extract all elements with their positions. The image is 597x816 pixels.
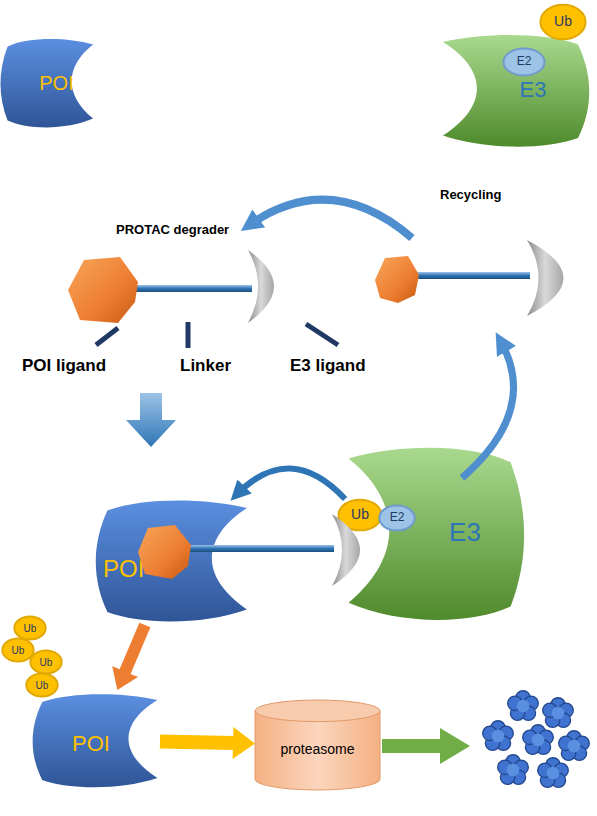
e2-enzyme-fill xyxy=(379,506,414,531)
leader-bar xyxy=(306,324,338,345)
node-label: Ub xyxy=(351,507,369,522)
node-label: Ub xyxy=(24,623,37,634)
cylinder-body xyxy=(255,711,380,790)
text-label: Recycling xyxy=(440,187,501,202)
peptide-fragment xyxy=(498,755,529,785)
proteasome-cylinder: proteasome xyxy=(255,700,380,790)
text-label: E3 ligand xyxy=(290,356,366,376)
ubiquitin-circle-fill xyxy=(2,638,33,661)
leader-bar xyxy=(186,322,191,348)
ubiquitin-circle-fill xyxy=(540,5,585,40)
e3-ligase-shape-fill xyxy=(349,448,524,620)
poi-ligand-shape xyxy=(68,257,138,323)
ubiquitin-transfer-arrow xyxy=(236,468,345,499)
ubiquitin-circle-fill xyxy=(14,616,45,639)
poi-ligand-shape xyxy=(375,256,419,303)
node-label: POI xyxy=(39,72,73,94)
e3-ligand-shape xyxy=(248,250,274,323)
text-label: PROTAC degrader xyxy=(116,222,229,237)
proteasome-arrow xyxy=(160,727,255,759)
e2-enzyme: E2 xyxy=(379,505,415,531)
peptide-fragment xyxy=(543,698,574,728)
cylinder-top xyxy=(255,700,380,722)
protein-shape-fill xyxy=(33,694,158,787)
e3-ligase-shape-outline xyxy=(440,30,590,150)
protein-shape-fill xyxy=(0,39,93,127)
protein-shape: POI xyxy=(32,690,160,790)
node-label: Ub xyxy=(12,645,25,656)
ubiquitin-circle: Ub xyxy=(30,650,62,674)
ubiquitin-circle: Ub xyxy=(14,616,46,640)
ubiquitination-arrow xyxy=(112,623,150,690)
node-label: POI xyxy=(72,732,110,756)
e3-ligase-shape-fill xyxy=(443,35,589,147)
node-label: proteasome xyxy=(281,742,355,757)
ubiquitin-circle-fill xyxy=(30,650,61,673)
linker-bar xyxy=(414,272,530,279)
ubiquitin-circle: Ub xyxy=(540,4,586,40)
e2-enzyme-fill xyxy=(503,49,544,76)
peptide-fragment xyxy=(483,721,514,751)
protein-shape: POI xyxy=(95,495,250,625)
node-label: Ub xyxy=(36,680,49,691)
text-label: POI ligand xyxy=(22,356,106,376)
peptide-fragment xyxy=(508,691,539,721)
ubiquitin-circle: Ub xyxy=(26,673,58,697)
ubiquitin-circle: Ub xyxy=(2,638,34,662)
e2-enzyme: E2 xyxy=(503,48,545,76)
proteasome-cylinder-fill xyxy=(255,700,380,790)
node-label: Ub xyxy=(40,657,53,668)
ubiquitin-circle-fill xyxy=(338,500,381,531)
step-arrow xyxy=(126,393,176,447)
node-label: E3 xyxy=(449,518,481,547)
e3-ligase-shape-outline xyxy=(345,440,525,625)
recycling-arrow xyxy=(248,200,412,238)
node-label: E2 xyxy=(390,511,405,524)
peptide-fragment xyxy=(523,725,554,755)
leader-bar xyxy=(96,328,118,345)
peptide-fragment xyxy=(538,758,569,788)
e3-ligase-shape: E3 xyxy=(345,440,525,625)
node-label: Ub xyxy=(554,14,572,29)
node-label: POI xyxy=(103,556,144,582)
node-label: E2 xyxy=(517,55,532,68)
ubiquitin-circle: Ub xyxy=(338,499,382,531)
text-label: Linker xyxy=(180,356,231,376)
node-label: E3 xyxy=(520,78,547,102)
e3-ligase-shape: E3 xyxy=(440,30,590,150)
degradation-arrow xyxy=(382,728,470,764)
protein-shape: POI xyxy=(0,35,95,130)
peptide-fragment xyxy=(559,731,590,761)
e3-ligand-shape xyxy=(527,240,564,316)
protein-shape-fill xyxy=(96,500,247,621)
ubiquitin-circle-fill xyxy=(26,673,57,696)
linker-bar xyxy=(134,285,252,292)
